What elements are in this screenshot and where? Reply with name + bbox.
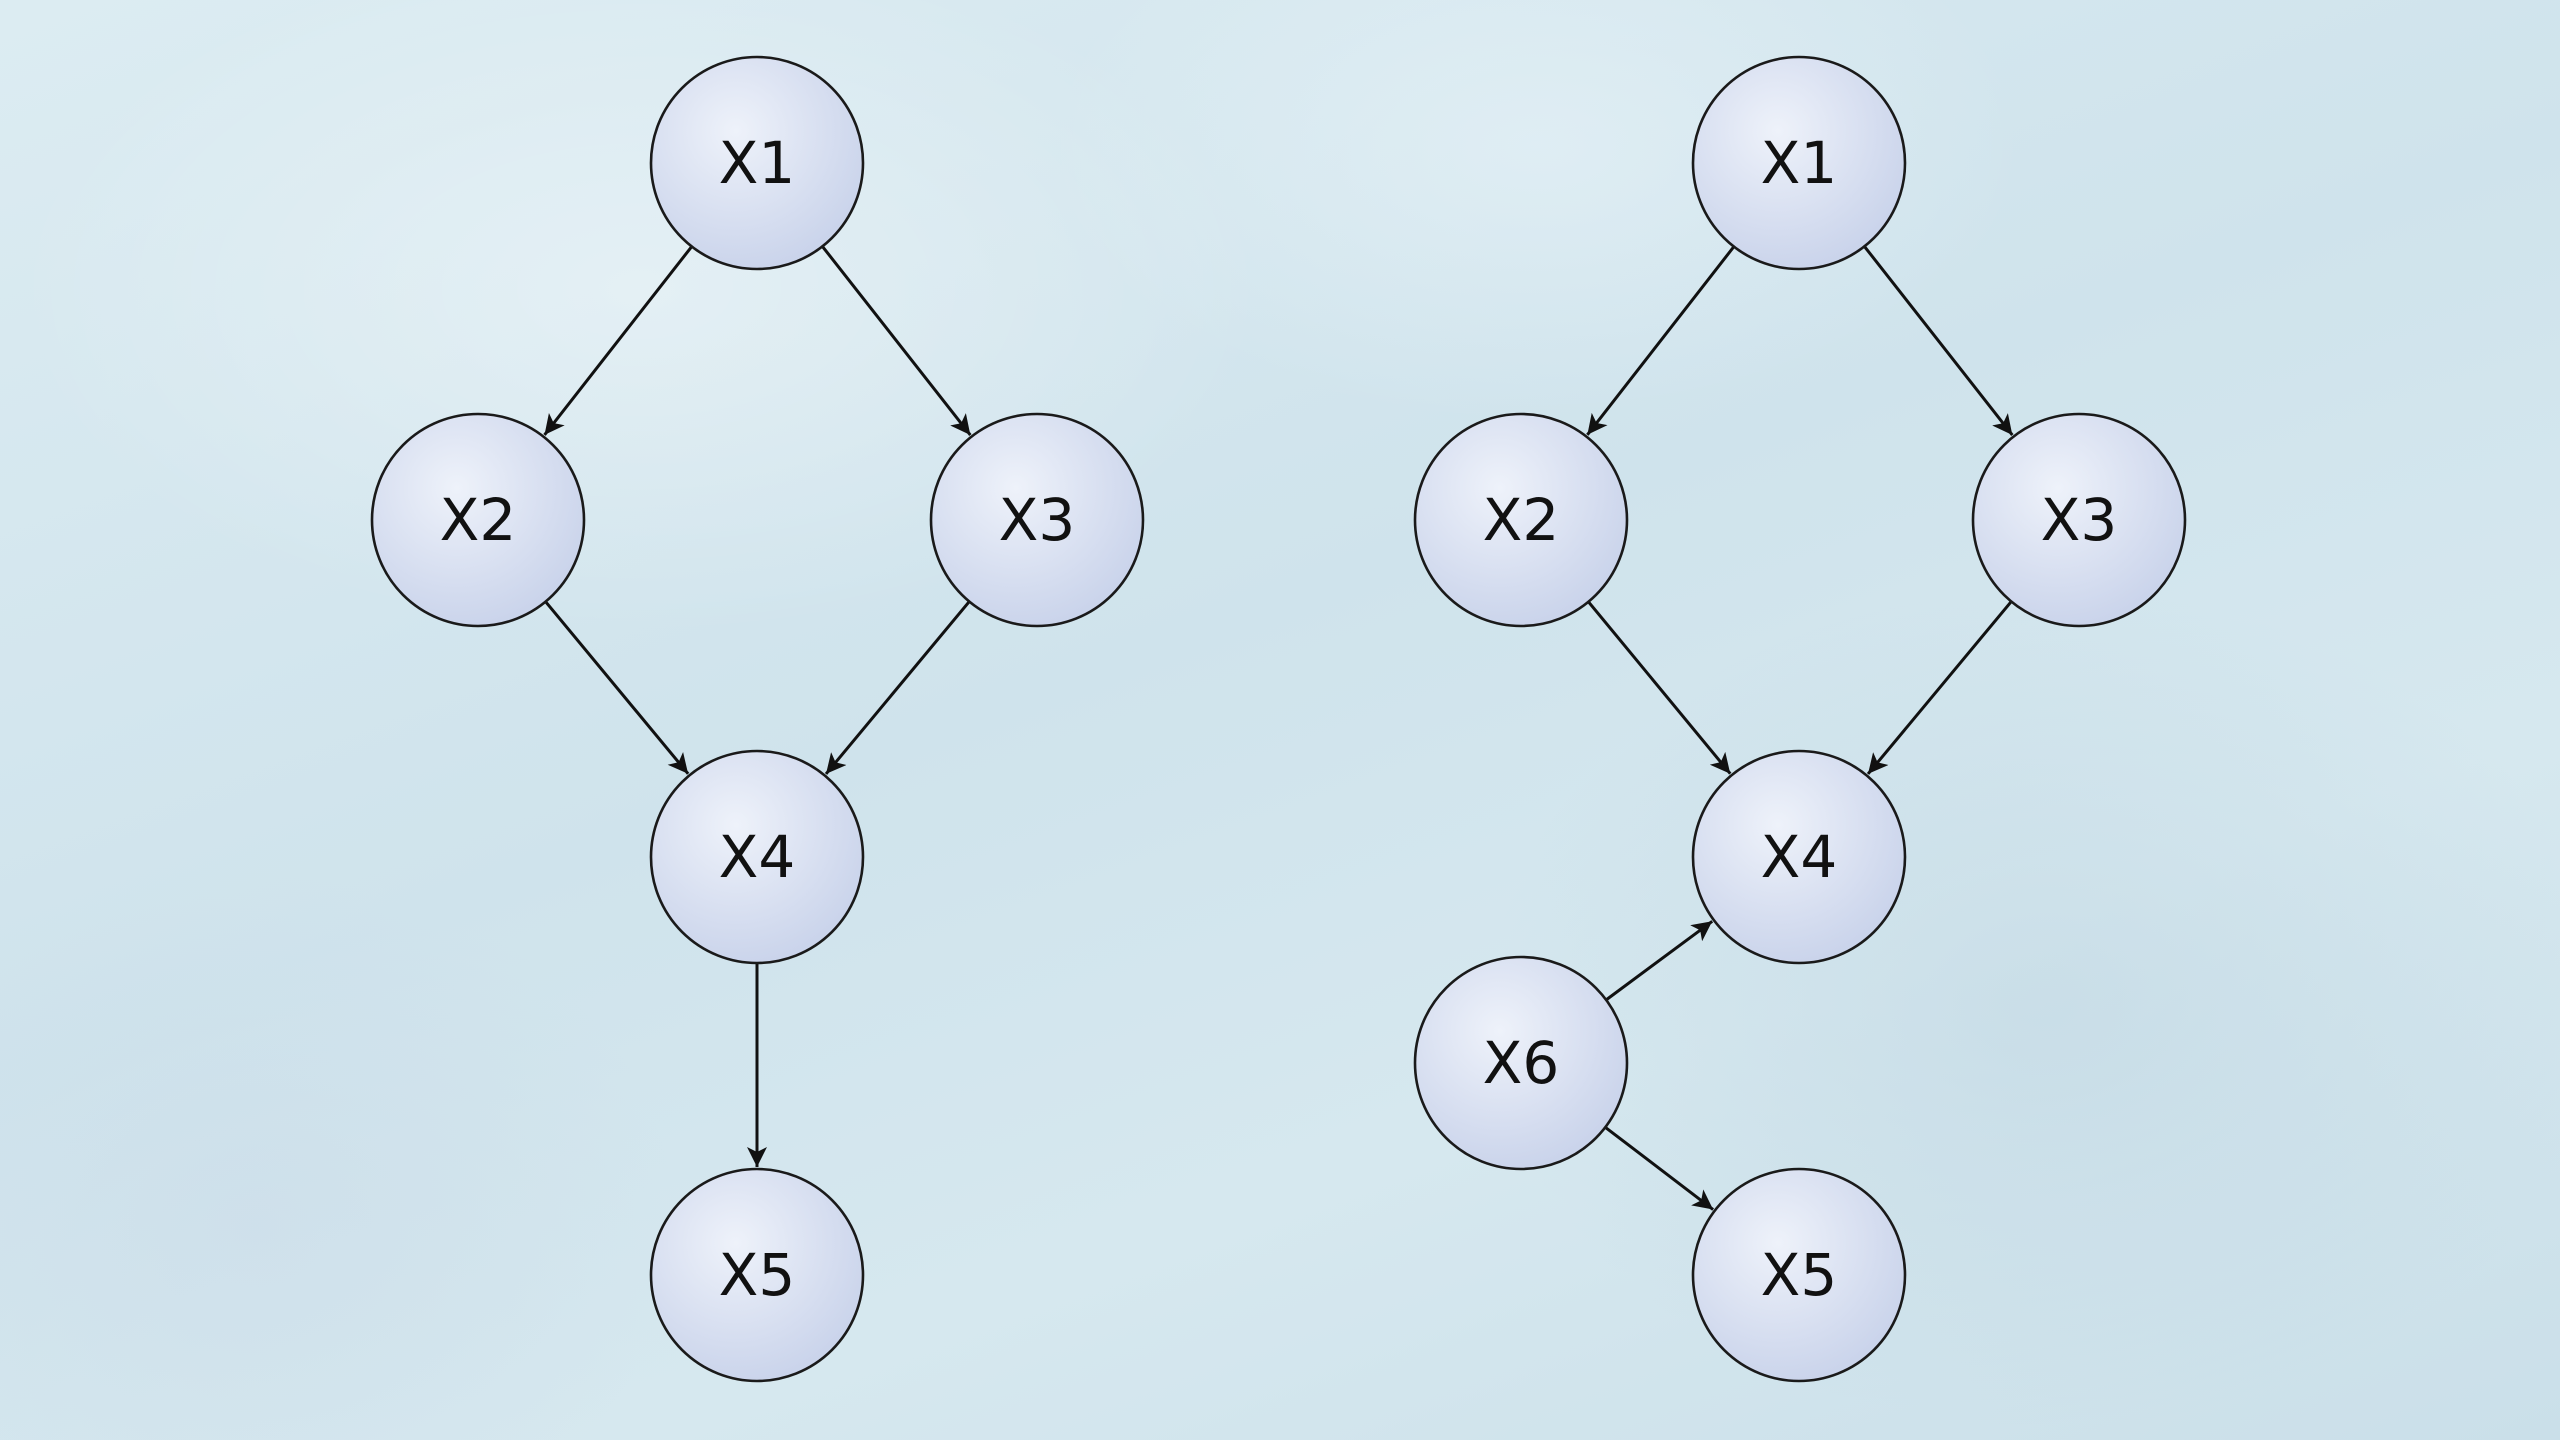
node-label: X1 <box>719 129 796 197</box>
node-x5: X5 <box>1691 1167 1907 1383</box>
edge-x1-to-x2 <box>543 245 693 436</box>
node-label: X2 <box>440 486 517 554</box>
node-label: X2 <box>1483 486 1560 554</box>
node-label: X1 <box>1761 129 1838 197</box>
node-x5: X5 <box>649 1167 865 1383</box>
node-label: X5 <box>719 1241 796 1309</box>
edge-x2-to-x4 <box>544 600 690 775</box>
node-circle <box>1691 55 1907 271</box>
node-label: X6 <box>1483 1029 1560 1097</box>
node-x6: X6 <box>1413 955 1629 1171</box>
node-circle <box>370 412 586 628</box>
node-circle <box>1413 955 1629 1171</box>
edge-x1-to-x3 <box>821 245 972 436</box>
node-x4: X4 <box>649 749 865 965</box>
edge-x2-to-x4 <box>1587 600 1732 775</box>
node-label: X3 <box>2041 486 2118 554</box>
node-circle <box>1413 412 1629 628</box>
edge-x3-to-x4 <box>1866 600 2013 775</box>
node-x1: X1 <box>1691 55 1907 271</box>
node-circle <box>1691 749 1907 965</box>
node-circle <box>649 55 865 271</box>
edge-x1-to-x3 <box>1863 245 2014 436</box>
node-label: X4 <box>719 823 796 891</box>
node-circle <box>1691 1167 1907 1383</box>
node-label: X5 <box>1761 1241 1838 1309</box>
node-circle <box>649 749 865 965</box>
node-x2: X2 <box>370 412 586 628</box>
node-x1: X1 <box>649 55 865 271</box>
edge-x6-to-x5 <box>1604 1126 1715 1211</box>
node-circle <box>649 1167 865 1383</box>
edge-x6-to-x4 <box>1605 920 1714 1002</box>
node-x3: X3 <box>929 412 1145 628</box>
edge-x3-to-x4 <box>824 600 971 775</box>
node-x2: X2 <box>1413 412 1629 628</box>
edge-x1-to-x2 <box>1586 245 1736 436</box>
node-circle <box>929 412 1145 628</box>
node-label: X4 <box>1761 823 1838 891</box>
node-circle <box>1971 412 2187 628</box>
node-x3: X3 <box>1971 412 2187 628</box>
node-x4: X4 <box>1691 749 1907 965</box>
node-label: X3 <box>999 486 1076 554</box>
